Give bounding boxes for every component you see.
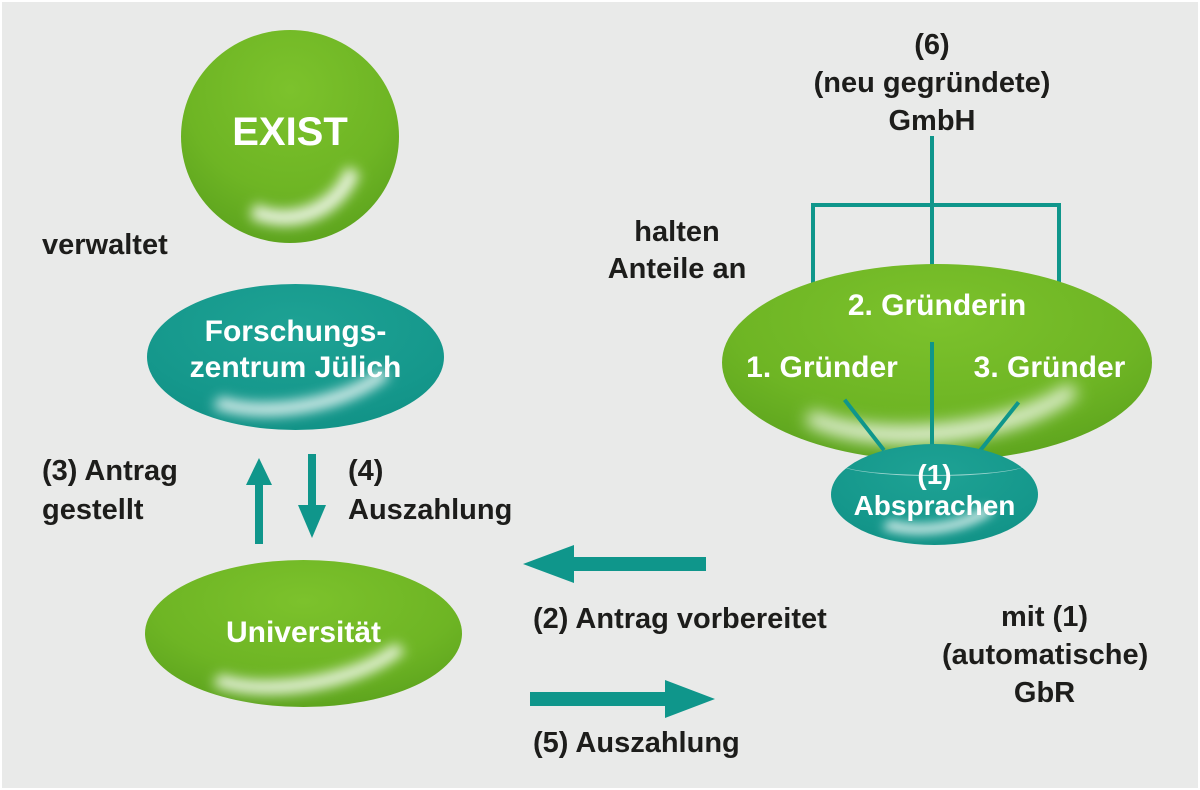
bracket-stem-line (930, 136, 934, 283)
absprachen-label: (1) Absprachen (854, 459, 1016, 521)
auszahlung-4-line2: Auszahlung (348, 494, 513, 526)
gbr-line2: (automatische) (942, 639, 1149, 671)
universitaet-node: Universität (145, 560, 462, 707)
gruenderin-2-label: 2. Gründerin (847, 289, 1027, 322)
gmbh-line3: GmbH (888, 105, 976, 137)
gbr-line1: mit (1) (1001, 601, 1088, 633)
absprachen-line2: Absprachen (853, 489, 1016, 521)
gruender-ellipse-node: 2. Gründerin 1. Gründer 3. Gründer (722, 264, 1152, 461)
gruender-3-label: 3. Gründer (973, 351, 1126, 384)
verwaltet-label: verwaltet (42, 229, 168, 261)
gmbh-label: (6) (neu gegründete) GmbH (782, 26, 1082, 140)
forschungszentrum-label: Forschungs- zentrum Jülich (190, 314, 402, 386)
halten-line1: halten (634, 216, 720, 248)
antrag-gestellt-label: (3) Antrag gestellt (42, 452, 178, 530)
antrag-gestellt-line2: gestellt (42, 494, 144, 526)
gbr-label: mit (1) (automatische) GbR (942, 598, 1149, 712)
antrag-vorbereitet-label: (2) Antrag vorbereitet (533, 603, 827, 635)
bracket-horizontal-line (811, 203, 1061, 207)
bracket-left-line (811, 203, 815, 335)
antrag-gestellt-line1: (3) Antrag (42, 455, 178, 487)
halten-line2: Anteile an (607, 253, 747, 285)
auszahlung-4-label: (4) Auszahlung (348, 452, 512, 530)
absprachen-node: (1) Absprachen (831, 444, 1038, 545)
halten-anteile-label: halten Anteile an (582, 214, 772, 288)
connector-center-line (930, 342, 934, 446)
forschungszentrum-label-line1: Forschungs- (204, 315, 387, 348)
gmbh-line2: (neu gegründete) (813, 67, 1051, 99)
auszahlung-4-line1: (4) (348, 455, 384, 487)
absprachen-line1: (1) (917, 458, 952, 490)
gruender-1-label: 1. Gründer (746, 351, 898, 384)
gbr-line3: GbR (1013, 677, 1076, 709)
universitaet-label: Universität (225, 615, 382, 649)
absprachen-arc-line (837, 449, 1030, 476)
bracket-right-line (1057, 203, 1061, 335)
forschungszentrum-label-line2: zentrum Jülich (189, 351, 402, 384)
gmbh-line1: (6) (914, 29, 950, 61)
exist-label: EXIST (232, 109, 348, 154)
auszahlung-5-label: (5) Auszahlung (533, 727, 740, 759)
exist-node: EXIST (181, 30, 399, 243)
forschungszentrum-node: Forschungs- zentrum Jülich (147, 284, 444, 430)
